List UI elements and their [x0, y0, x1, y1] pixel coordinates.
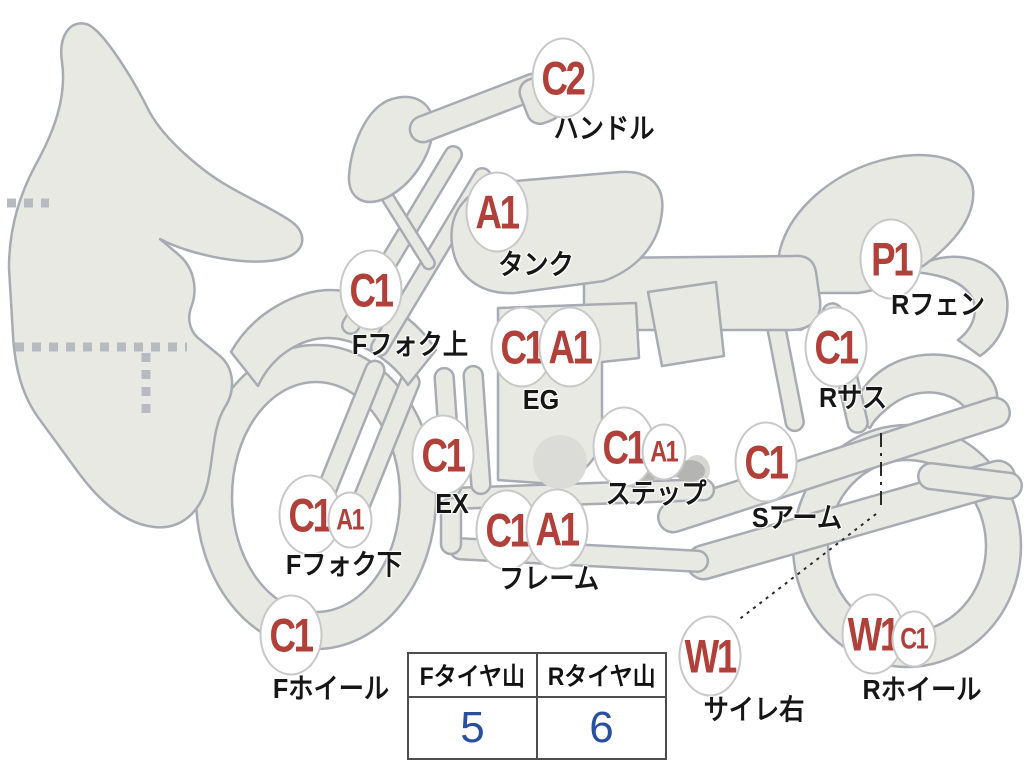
condition-code-badge-front-wheel: C1	[259, 594, 323, 676]
part-label-step: ステップ	[605, 478, 707, 509]
part-label-engine: EG	[522, 384, 560, 415]
rear-tire-tread-header: Rタイヤ山	[536, 652, 667, 698]
condition-code-text: C1	[814, 320, 860, 374]
front-cowl-shape	[7, 22, 304, 529]
condition-code-badge-step: A1	[641, 423, 687, 481]
condition-code-text: C1	[500, 320, 546, 374]
tire-tread-table: Fタイヤ山 Rタイヤ山 5 6	[407, 652, 667, 760]
part-label-front-fork-lower: Fフォク下	[285, 549, 403, 580]
condition-code-text: C1	[421, 428, 467, 482]
condition-code-badge-silencer-right: W1	[678, 615, 742, 697]
part-label-front-wheel: Fホイール	[272, 673, 390, 704]
condition-code-badge-exhaust: C1	[411, 414, 475, 496]
condition-code-text: A1	[336, 503, 365, 536]
part-label-silencer-right: サイレ右	[703, 694, 805, 725]
part-label-front-fork-upper: Fフォク上	[351, 329, 469, 360]
condition-code-badge-rear-suspension: C1	[804, 306, 868, 388]
condition-code-badge-front-fork-lower: A1	[327, 491, 373, 549]
part-label-rear-fender: Rフェン	[891, 289, 985, 320]
condition-code-text: C1	[288, 488, 334, 542]
swingarm-shape	[657, 396, 1011, 534]
condition-code-text: A1	[535, 502, 581, 556]
part-label-swing-arm: Sアーム	[751, 502, 843, 533]
rear-tire-tread-value: 6	[536, 696, 667, 760]
condition-code-badge-rear-wheel: C1	[891, 610, 937, 668]
condition-code-badge-front-fork-lower: C1	[278, 474, 342, 556]
condition-code-text: C1	[485, 503, 531, 557]
condition-code-text: C1	[744, 435, 790, 489]
part-label-tank: タンク	[498, 249, 574, 280]
rear-bar-shape	[917, 461, 1023, 501]
condition-code-badge-frame: A1	[525, 488, 589, 570]
condition-code-text: C2	[541, 51, 587, 105]
condition-code-text: A1	[650, 435, 679, 468]
frame-rail-joint-shape	[439, 496, 463, 556]
condition-code-text: C1	[900, 622, 929, 655]
condition-code-text: C1	[602, 420, 648, 474]
condition-code-text: P1	[870, 232, 913, 286]
condition-code-badge-engine: A1	[538, 306, 602, 388]
rear-fender-blade-shape	[912, 255, 1009, 358]
condition-code-badge-engine: C1	[490, 306, 554, 388]
engine-case-detail	[533, 435, 587, 489]
part-label-exhaust: EX	[435, 488, 469, 519]
front-tire-tread-value: 5	[407, 696, 538, 760]
condition-code-badge-swing-arm: C1	[734, 421, 798, 503]
condition-code-badge-front-fork-upper: C1	[339, 249, 403, 331]
condition-code-text: C1	[269, 608, 315, 662]
front-tire-tread-header: Fタイヤ山	[407, 652, 538, 698]
part-label-handlebar: ハンドル	[553, 113, 655, 144]
condition-code-text: W1	[847, 607, 901, 661]
condition-code-text: A1	[475, 185, 521, 239]
airbox-shape	[646, 280, 726, 368]
condition-code-text: C1	[349, 263, 395, 317]
condition-code-badge-handlebar: C2	[531, 37, 595, 119]
part-label-frame: フレーム	[498, 563, 600, 594]
condition-code-text: A1	[548, 320, 594, 374]
part-label-rear-suspension: Rサス	[818, 382, 888, 413]
silencer-leader-dotted-line	[736, 513, 877, 622]
part-label-rear-wheel: Rホイール	[862, 674, 982, 705]
condition-code-text: W1	[684, 629, 738, 683]
condition-code-badge-tank: A1	[465, 171, 529, 253]
condition-code-badge-rear-fender: P1	[859, 218, 923, 300]
